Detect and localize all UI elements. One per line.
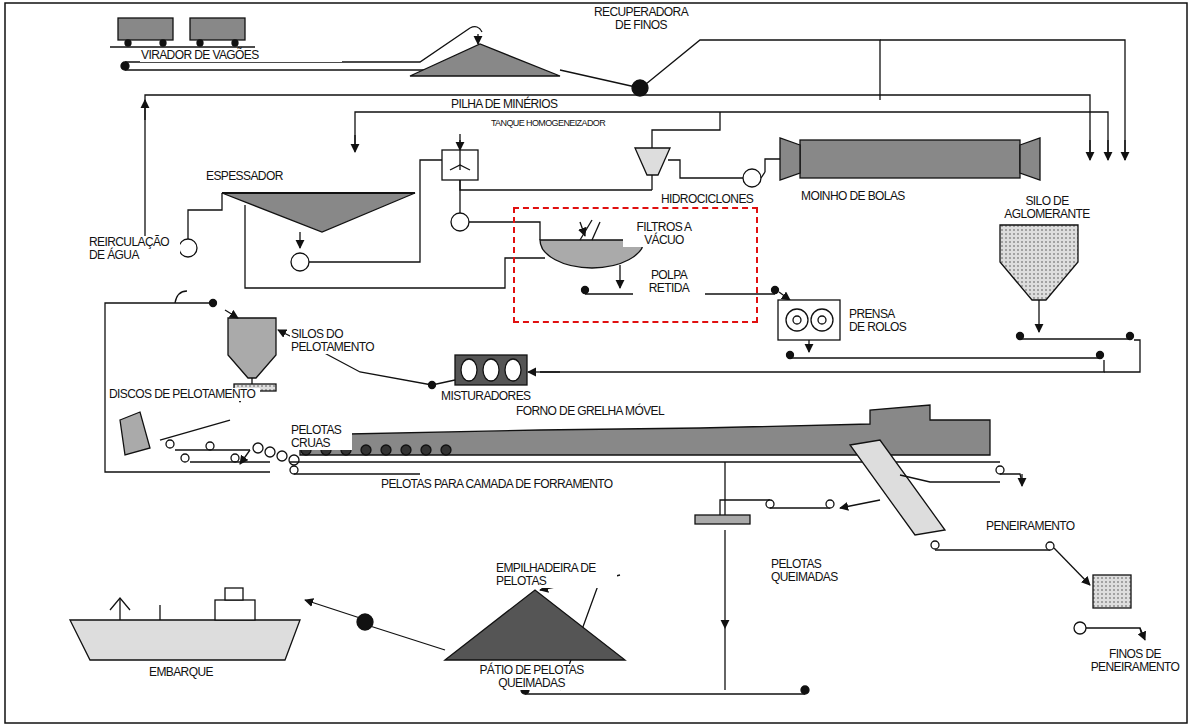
equipment-label: DISCOS DE PELOTAMENTO — [108, 388, 260, 401]
equipment-label: FORNO DE GRELHA MÓVEL — [515, 405, 737, 418]
equipment-label: RECUPERADORA DE FINOS — [585, 6, 697, 32]
equipment-label: MOINHO DE BOLAS — [800, 190, 972, 203]
equipment-label: HIDROCICLONES — [660, 193, 792, 206]
equipment-label: PRENSA DE ROLOS — [848, 308, 912, 334]
equipment-label: PELOTAS CRUAS — [290, 424, 352, 450]
equipment-label: SILOS DO PELOTAMENTO — [290, 328, 417, 354]
highlight-box: FILTROS A VÁCUO POLPA RETIDA — [513, 207, 758, 323]
box-text: POLPA RETIDA — [633, 269, 705, 295]
equipment-label: PELOTAS PARA CAMADA DE FORRAMENTO — [380, 478, 652, 491]
equipment-label: PELOTAS QUEIMADAS — [770, 558, 867, 584]
equipment-label: EMBARQUE — [148, 666, 240, 679]
equipment-label: MISTURADORES — [440, 390, 567, 403]
equipment-label: VIRADOR DE VAGÕES — [140, 49, 342, 62]
equipment-label: EMPILHADEIRA DE PELOTAS — [495, 562, 617, 588]
equipment-label: PILHA DE MINÉRIOS — [450, 98, 617, 111]
equipment-label: PÁTIO DE PELOTAS QUEIMADAS — [468, 664, 595, 690]
equipment-label: ESPESSADOR — [205, 170, 307, 183]
equipment-label: REIRCULAÇÃO DE ÁGUA — [88, 236, 180, 262]
equipment-label: TANQUE HOMOGENEIZADOR — [482, 118, 614, 128]
box-text: FILTROS A VÁCUO — [623, 221, 705, 247]
equipment-label: PENEIRAMENTO — [985, 520, 1137, 533]
equipment-label: FINOS DE PENEIRAMENTO — [1084, 648, 1186, 674]
equipment-label: SILO DE AGLOMERANTE — [1003, 195, 1091, 221]
